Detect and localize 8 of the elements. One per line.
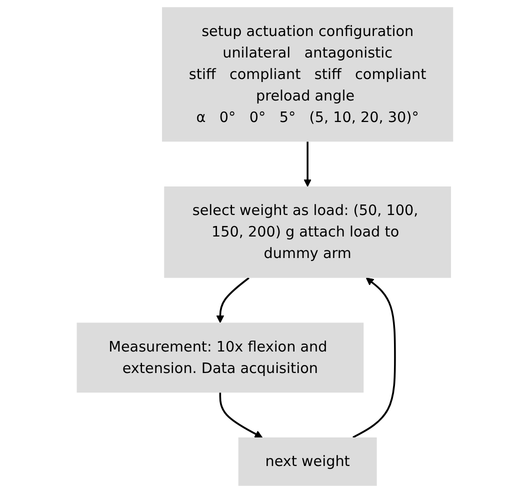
arrow (218, 392, 262, 438)
node-box: select weight as load: (50, 100, 150, 200) g attach load to dummy arm (164, 186, 451, 278)
node-box: Measurement: 10x flexion and extension. Data acquisition (76, 322, 364, 393)
arrow (216, 277, 250, 324)
arrow (352, 278, 396, 438)
arrow (303, 142, 312, 187)
node-box: setup actuation configuration unilateral antagonistic stiff compliant stiff compliant preload angle α 0° 0° 5° (5, 10, 20, 30)° (162, 7, 453, 142)
node-box: next weight (238, 437, 376, 486)
